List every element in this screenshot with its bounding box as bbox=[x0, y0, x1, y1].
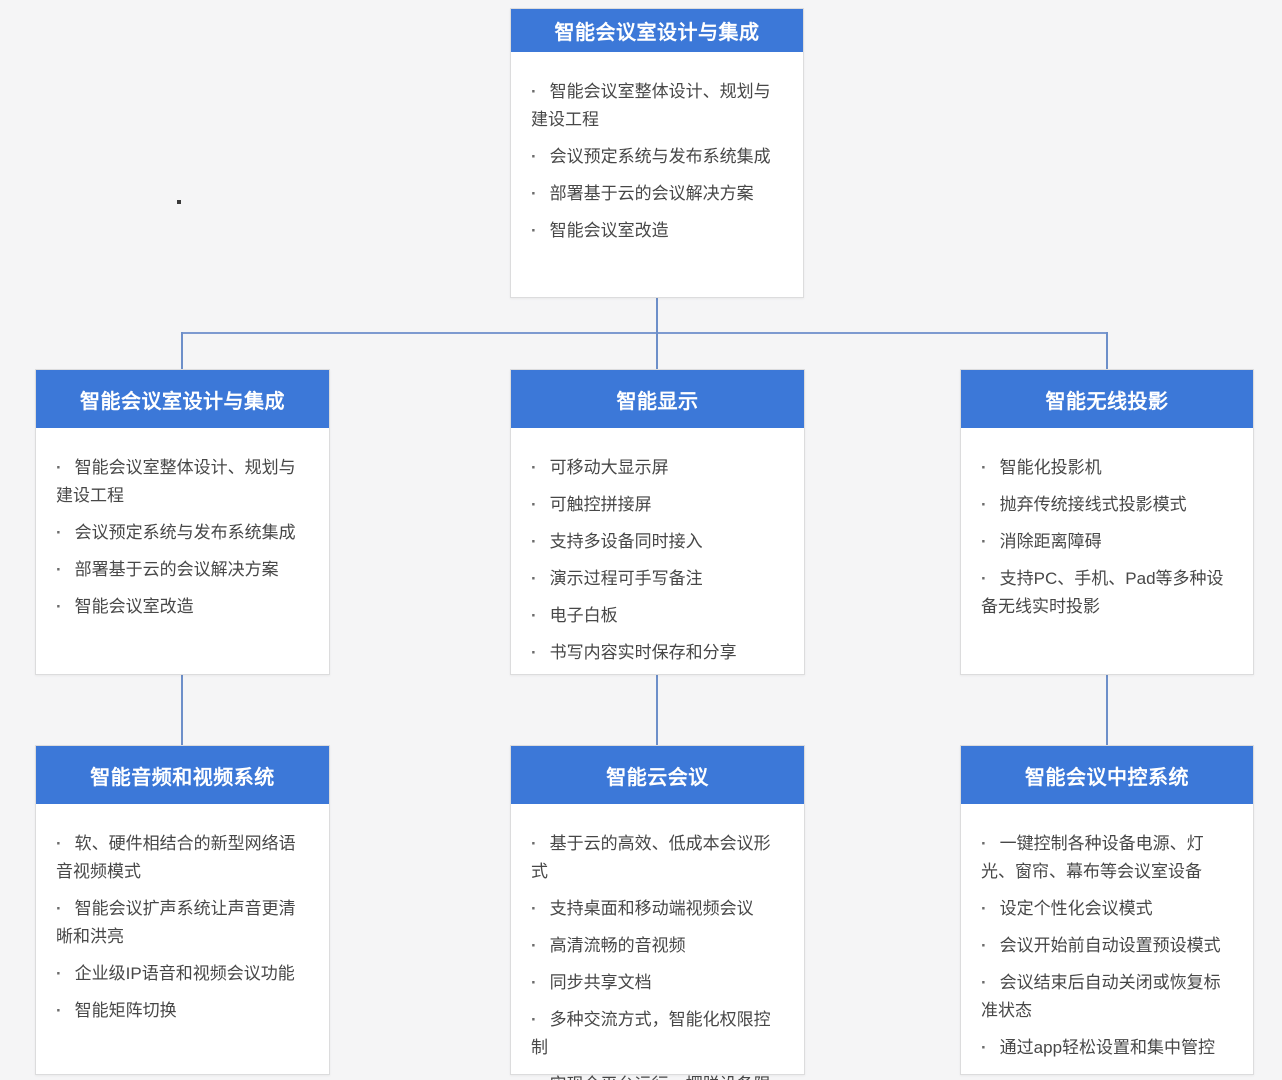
list-item: 智能会议室改造 bbox=[56, 593, 309, 621]
connector-right-bottom bbox=[1106, 675, 1108, 745]
node-root: 智能会议室设计与集成 智能会议室整体设计、规划与建设工程会议预定系统与发布系统集… bbox=[510, 8, 804, 298]
list-item: 软、硬件相结合的新型网络语音视频模式 bbox=[56, 830, 309, 886]
list-item: 设定个性化会议模式 bbox=[981, 895, 1233, 923]
stray-dot bbox=[177, 200, 181, 204]
connector-left-drop bbox=[181, 332, 183, 370]
list-item: 支持多设备同时接入 bbox=[531, 528, 784, 556]
list-item: 部署基于云的会议解决方案 bbox=[56, 556, 309, 584]
list-item: 通过app轻松设置和集中管控 bbox=[981, 1034, 1233, 1062]
node-bottom-center: 智能云会议 基于云的高效、低成本会议形式支持桌面和移动端视频会议高清流畅的音视频… bbox=[510, 745, 805, 1080]
list-item: 会议预定系统与发布系统集成 bbox=[56, 519, 309, 547]
node-mid-left-body: 智能会议室整体设计、规划与建设工程会议预定系统与发布系统集成部署基于云的会议解决… bbox=[36, 428, 329, 640]
node-mid-center-list: 可移动大显示屏可触控拼接屏支持多设备同时接入演示过程可手写备注电子白板书写内容实… bbox=[531, 454, 784, 667]
node-bottom-right: 智能会议中控系统 一键控制各种设备电源、灯光、窗帘、幕布等会议室设备设定个性化会… bbox=[960, 745, 1254, 1075]
node-mid-left: 智能会议室设计与集成 智能会议室整体设计、规划与建设工程会议预定系统与发布系统集… bbox=[35, 369, 330, 675]
node-mid-center: 智能显示 可移动大显示屏可触控拼接屏支持多设备同时接入演示过程可手写备注电子白板… bbox=[510, 369, 805, 675]
list-item: 智能会议室整体设计、规划与建设工程 bbox=[56, 454, 309, 510]
node-mid-right-title: 智能无线投影 bbox=[961, 370, 1253, 428]
list-item: 会议开始前自动设置预设模式 bbox=[981, 932, 1233, 960]
list-item: 消除距离障碍 bbox=[981, 528, 1233, 556]
connector-root-down bbox=[656, 298, 658, 333]
node-bottom-right-list: 一键控制各种设备电源、灯光、窗帘、幕布等会议室设备设定个性化会议模式会议开始前自… bbox=[981, 830, 1233, 1062]
node-mid-center-body: 可移动大显示屏可触控拼接屏支持多设备同时接入演示过程可手写备注电子白板书写内容实… bbox=[511, 428, 804, 686]
list-item: 会议预定系统与发布系统集成 bbox=[531, 143, 783, 171]
list-item: 智能会议室改造 bbox=[531, 217, 783, 245]
node-bottom-right-title: 智能会议中控系统 bbox=[961, 746, 1253, 804]
list-item: 高清流畅的音视频 bbox=[531, 932, 784, 960]
node-bottom-left-list: 软、硬件相结合的新型网络语音视频模式智能会议扩声系统让声音更清晰和洪亮企业级IP… bbox=[56, 830, 309, 1025]
connector-left-bottom bbox=[181, 675, 183, 745]
list-item: 基于云的高效、低成本会议形式 bbox=[531, 830, 784, 886]
node-bottom-left-title: 智能音频和视频系统 bbox=[36, 746, 329, 804]
list-item: 一键控制各种设备电源、灯光、窗帘、幕布等会议室设备 bbox=[981, 830, 1233, 886]
node-bottom-right-body: 一键控制各种设备电源、灯光、窗帘、幕布等会议室设备设定个性化会议模式会议开始前自… bbox=[961, 804, 1253, 1080]
node-mid-left-title: 智能会议室设计与集成 bbox=[36, 370, 329, 428]
node-bottom-center-title: 智能云会议 bbox=[511, 746, 804, 804]
list-item: 支持PC、手机、Pad等多种设备无线实时投影 bbox=[981, 565, 1233, 621]
node-root-list: 智能会议室整体设计、规划与建设工程会议预定系统与发布系统集成部署基于云的会议解决… bbox=[531, 78, 783, 245]
node-bottom-left-body: 软、硬件相结合的新型网络语音视频模式智能会议扩声系统让声音更清晰和洪亮企业级IP… bbox=[36, 804, 329, 1044]
list-item: 智能会议扩声系统让声音更清晰和洪亮 bbox=[56, 895, 309, 951]
node-root-title: 智能会议室设计与集成 bbox=[511, 9, 803, 52]
list-item: 实现全平台运行，摆脱设备限制 bbox=[531, 1071, 784, 1080]
node-mid-right: 智能无线投影 智能化投影机抛弃传统接线式投影模式消除距离障碍支持PC、手机、Pa… bbox=[960, 369, 1254, 675]
connector-center-drop bbox=[656, 332, 658, 370]
node-bottom-center-body: 基于云的高效、低成本会议形式支持桌面和移动端视频会议高清流畅的音视频同步共享文档… bbox=[511, 804, 804, 1080]
node-root-body: 智能会议室整体设计、规划与建设工程会议预定系统与发布系统集成部署基于云的会议解决… bbox=[511, 52, 803, 264]
list-item: 抛弃传统接线式投影模式 bbox=[981, 491, 1233, 519]
connector-center-bottom bbox=[656, 675, 658, 745]
node-bottom-center-list: 基于云的高效、低成本会议形式支持桌面和移动端视频会议高清流畅的音视频同步共享文档… bbox=[531, 830, 784, 1080]
list-item: 可移动大显示屏 bbox=[531, 454, 784, 482]
list-item: 同步共享文档 bbox=[531, 969, 784, 997]
list-item: 电子白板 bbox=[531, 602, 784, 630]
node-bottom-left: 智能音频和视频系统 软、硬件相结合的新型网络语音视频模式智能会议扩声系统让声音更… bbox=[35, 745, 330, 1075]
node-mid-right-body: 智能化投影机抛弃传统接线式投影模式消除距离障碍支持PC、手机、Pad等多种设备无… bbox=[961, 428, 1253, 640]
node-mid-right-list: 智能化投影机抛弃传统接线式投影模式消除距离障碍支持PC、手机、Pad等多种设备无… bbox=[981, 454, 1233, 621]
node-mid-left-list: 智能会议室整体设计、规划与建设工程会议预定系统与发布系统集成部署基于云的会议解决… bbox=[56, 454, 309, 621]
connector-right-drop bbox=[1106, 332, 1108, 370]
list-item: 支持桌面和移动端视频会议 bbox=[531, 895, 784, 923]
list-item: 演示过程可手写备注 bbox=[531, 565, 784, 593]
connector-horizontal bbox=[181, 332, 1107, 334]
list-item: 多种交流方式，智能化权限控制 bbox=[531, 1006, 784, 1062]
list-item: 可触控拼接屏 bbox=[531, 491, 784, 519]
list-item: 智能会议室整体设计、规划与建设工程 bbox=[531, 78, 783, 134]
list-item: 书写内容实时保存和分享 bbox=[531, 639, 784, 667]
list-item: 企业级IP语音和视频会议功能 bbox=[56, 960, 309, 988]
list-item: 智能化投影机 bbox=[981, 454, 1233, 482]
list-item: 会议结束后自动关闭或恢复标准状态 bbox=[981, 969, 1233, 1025]
node-mid-center-title: 智能显示 bbox=[511, 370, 804, 428]
list-item: 部署基于云的会议解决方案 bbox=[531, 180, 783, 208]
list-item: 智能矩阵切换 bbox=[56, 997, 309, 1025]
